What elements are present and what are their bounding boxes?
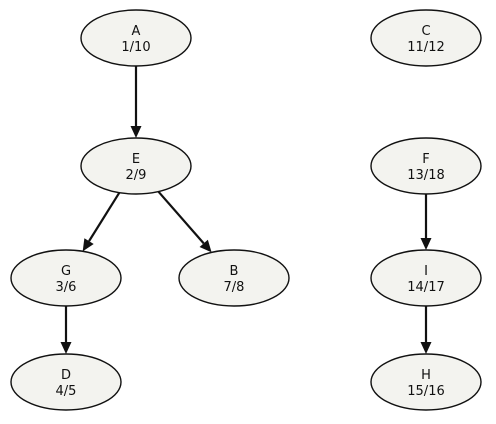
edge-e-g bbox=[82, 192, 121, 252]
node-times-label: 3/6 bbox=[56, 280, 77, 295]
edge-line bbox=[88, 192, 121, 242]
node-times-label: 14/17 bbox=[407, 280, 444, 295]
node-times-label: 15/16 bbox=[407, 384, 444, 399]
arrowhead-icon bbox=[82, 238, 94, 252]
edge-e-b bbox=[157, 190, 212, 253]
node-ellipse bbox=[10, 249, 122, 307]
node-a: A1/10 bbox=[80, 9, 192, 67]
node-times-label: 7/8 bbox=[224, 280, 245, 295]
node-name-label: B bbox=[230, 264, 239, 279]
node-times-label: 1/10 bbox=[121, 40, 150, 55]
node-name-label: E bbox=[132, 152, 140, 167]
node-b: B7/8 bbox=[178, 249, 290, 307]
node-e: E2/9 bbox=[80, 137, 192, 195]
node-ellipse bbox=[178, 249, 290, 307]
node-f: F13/18 bbox=[370, 137, 482, 195]
edges-layer bbox=[60, 66, 432, 354]
node-ellipse bbox=[80, 137, 192, 195]
node-c: C11/12 bbox=[370, 9, 482, 67]
arrowhead-icon bbox=[60, 342, 72, 354]
node-name-label: F bbox=[422, 152, 429, 167]
node-h: H15/16 bbox=[370, 353, 482, 411]
edge-f-i bbox=[420, 194, 432, 250]
edge-a-e bbox=[130, 66, 142, 138]
node-name-label: I bbox=[424, 264, 428, 279]
node-ellipse bbox=[370, 353, 482, 411]
node-name-label: A bbox=[132, 24, 141, 39]
node-name-label: H bbox=[421, 368, 431, 383]
arrowhead-icon bbox=[420, 238, 432, 250]
node-ellipse bbox=[370, 9, 482, 67]
edge-i-h bbox=[420, 306, 432, 354]
arrowhead-icon bbox=[130, 126, 142, 138]
node-name-label: G bbox=[61, 264, 71, 279]
node-times-label: 13/18 bbox=[407, 168, 444, 183]
arrowhead-icon bbox=[199, 239, 212, 253]
node-g: G3/6 bbox=[10, 249, 122, 307]
edge-g-d bbox=[60, 306, 72, 354]
node-name-label: C bbox=[421, 24, 430, 39]
node-ellipse bbox=[370, 137, 482, 195]
node-times-label: 4/5 bbox=[56, 384, 77, 399]
node-times-label: 2/9 bbox=[126, 168, 147, 183]
node-ellipse bbox=[80, 9, 192, 67]
arrowhead-icon bbox=[420, 342, 432, 354]
edge-line bbox=[157, 190, 205, 245]
node-times-label: 11/12 bbox=[407, 40, 444, 55]
node-ellipse bbox=[370, 249, 482, 307]
node-i: I14/17 bbox=[370, 249, 482, 307]
node-d: D4/5 bbox=[10, 353, 122, 411]
node-name-label: D bbox=[61, 368, 71, 383]
node-ellipse bbox=[10, 353, 122, 411]
